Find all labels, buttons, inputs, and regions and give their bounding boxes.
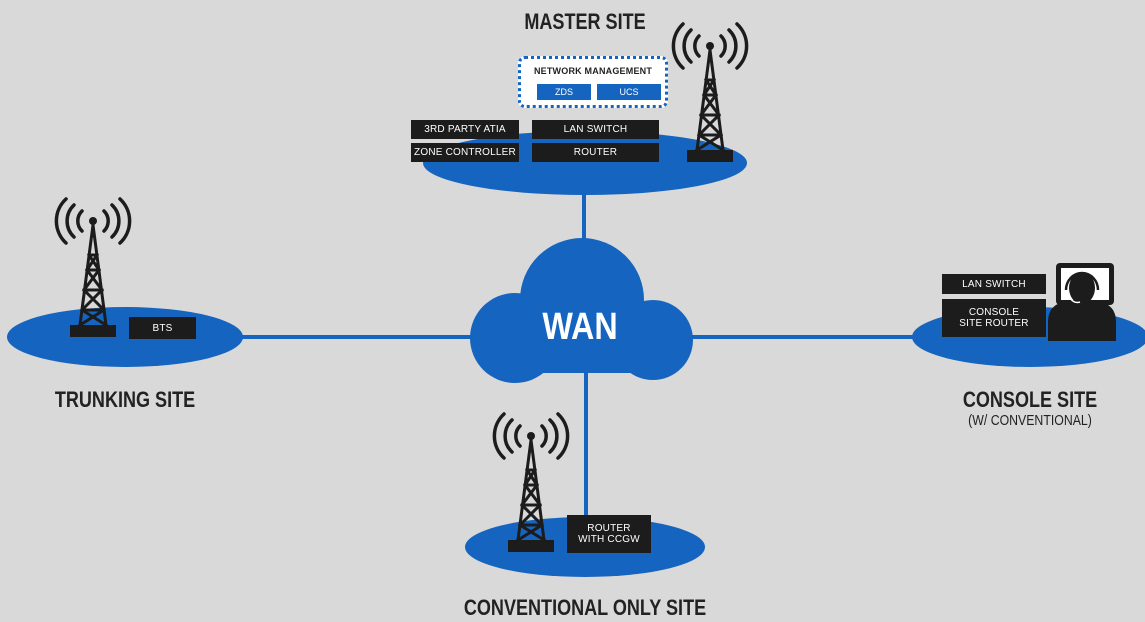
- console-site-subtitle: (W/ CONVENTIONAL): [968, 412, 1092, 429]
- console-site-router-box: CONSOLE SITE ROUTER: [942, 299, 1046, 337]
- trunking-site-platform: [7, 307, 243, 367]
- trunking-site-title: TRUNKING SITE: [54, 387, 196, 412]
- wan-label: WAN: [542, 306, 618, 348]
- network-management-panel: NETWORK MANAGEMENT ZDS UCS: [518, 56, 668, 108]
- zone-controller-box: ZONE CONTROLLER: [411, 143, 519, 162]
- ucs-box: UCS: [597, 84, 661, 100]
- router-with-ccgw-box: ROUTER WITH CCGW: [567, 515, 651, 553]
- zds-box: ZDS: [537, 84, 591, 100]
- conventional-site-title: CONVENTIONAL ONLY SITE: [463, 595, 707, 620]
- network-management-title: NETWORK MANAGEMENT: [533, 66, 653, 76]
- bts-box: BTS: [129, 317, 196, 339]
- master-site-title: MASTER SITE: [524, 9, 646, 34]
- master-router-box: ROUTER: [532, 143, 659, 162]
- master-lan-switch-box: LAN SWITCH: [532, 120, 659, 139]
- console-operator-icon: [1048, 263, 1116, 341]
- console-lan-switch-box: LAN SWITCH: [942, 274, 1046, 294]
- console-site-title: CONSOLE SITE: [962, 387, 1098, 412]
- network-cloud-icon: [470, 238, 693, 383]
- 3rd-party-atia-box: 3RD PARTY ATIA: [411, 120, 519, 139]
